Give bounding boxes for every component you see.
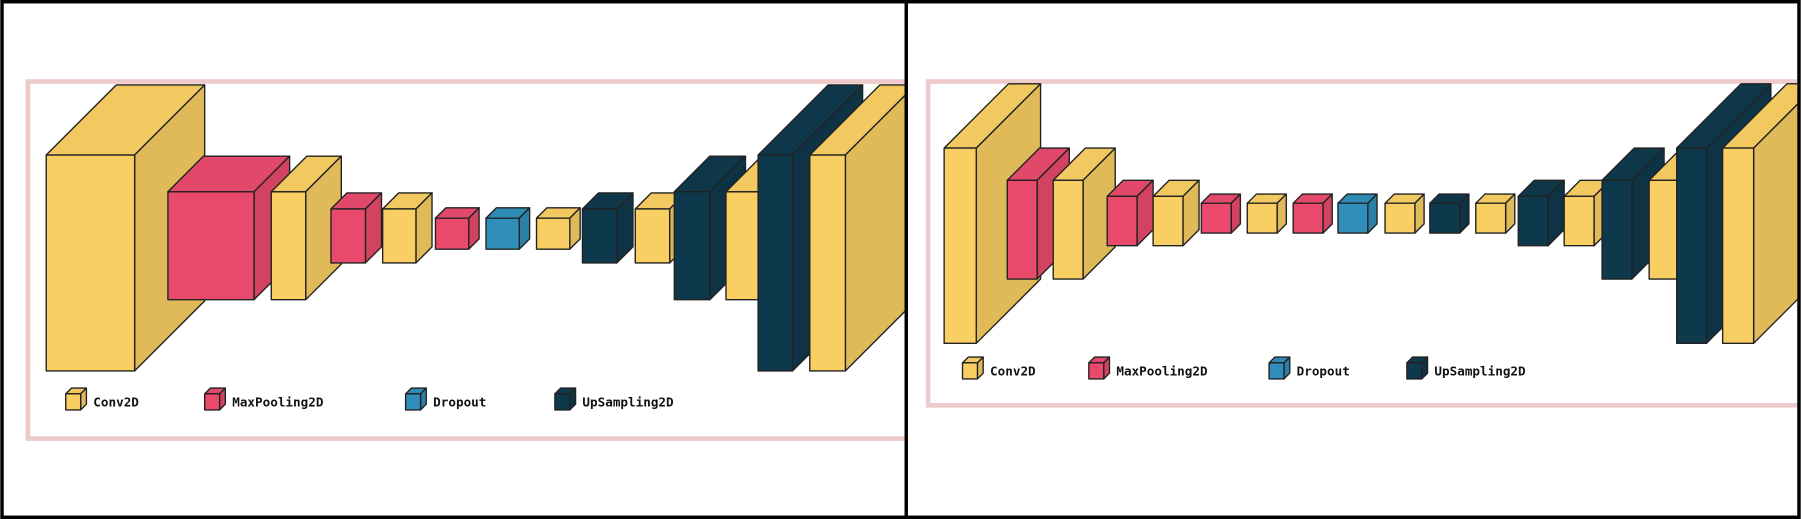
layer-conv2d-block: [809, 84, 906, 372]
layer-conv2d-block: [381, 192, 433, 264]
layer-dropout-block: [485, 207, 531, 250]
block-front-face: [1517, 195, 1549, 247]
block-front-face: [1563, 195, 1595, 247]
block-front-face: [1268, 362, 1285, 380]
layer-conv2d-block: [535, 207, 581, 250]
block-front-face: [404, 393, 422, 411]
legend-swatch-icon: [1406, 356, 1429, 380]
block-front-face: [1246, 202, 1278, 234]
layer-conv2d-block: [270, 155, 343, 301]
legend-swatch-icon: [554, 387, 577, 411]
layer-conv2d-block: [1246, 193, 1287, 234]
block-front-face: [1292, 202, 1324, 234]
block-front-face: [1200, 202, 1232, 234]
block-front-face: [1676, 147, 1708, 345]
layer-dropout-block: [1337, 193, 1378, 234]
layer-upsampling2d-block: [1517, 179, 1565, 247]
block-front-face: [1475, 202, 1507, 234]
block-front-face: [1721, 147, 1755, 345]
legend-item-upsampling2d: UpSampling2D: [1406, 356, 1526, 380]
legend-label: Dropout: [1297, 363, 1350, 378]
block-front-face: [65, 393, 82, 411]
block-front-face: [943, 147, 977, 345]
block-front-face: [634, 208, 671, 264]
layer-conv2d-block: [1384, 193, 1425, 234]
block-front-face: [725, 191, 760, 301]
block-front-face: [381, 208, 417, 264]
legend-item-dropout: Dropout: [1268, 356, 1350, 380]
legend-item-upsampling2d: UpSampling2D: [554, 387, 674, 411]
block-front-face: [203, 393, 221, 411]
block-front-face: [961, 362, 979, 380]
legend-item-dropout: Dropout: [404, 387, 486, 411]
legend-label: UpSampling2D: [1434, 363, 1526, 378]
legend-swatch-icon: [1268, 356, 1291, 380]
legend-swatch-icon: [65, 387, 88, 411]
block-front-face: [270, 191, 307, 301]
block-front-face: [45, 154, 136, 372]
layer-maxpooling2d-block: [330, 192, 383, 264]
left-panel: Conv2D MaxPooling2D Dropout UpSampling2D: [25, 79, 906, 441]
block-front-face: [1337, 202, 1369, 234]
block-front-face: [1429, 202, 1461, 234]
legend-label: Dropout: [433, 394, 486, 409]
legend-label: UpSampling2D: [582, 394, 674, 409]
legend-item-maxpooling2d: MaxPooling2D: [203, 387, 324, 411]
block-front-face: [1106, 195, 1138, 247]
block-front-face: [1088, 362, 1105, 380]
block-front-face: [434, 217, 470, 250]
right-frame: [925, 79, 1798, 408]
block-front-face: [1052, 179, 1084, 280]
layer-conv2d-block: [1475, 193, 1516, 234]
left-legend: Conv2D MaxPooling2D Dropout UpSampling2D: [65, 387, 674, 411]
layer-upsampling2d-block: [581, 192, 634, 264]
left-network-diagram: [45, 84, 906, 372]
block-front-face: [1006, 179, 1038, 280]
layer-conv2d-block: [1152, 179, 1200, 247]
block-front-face: [757, 154, 794, 372]
block-front-face: [809, 154, 847, 372]
legend-label: Conv2D: [990, 363, 1036, 378]
block-front-face: [535, 217, 571, 250]
legend-item-conv2d: Conv2D: [65, 387, 139, 411]
block-front-face: [1406, 362, 1423, 380]
block-front-face: [330, 208, 367, 264]
block-front-face: [485, 217, 520, 250]
legend-label: Conv2D: [93, 394, 139, 409]
right-legend: Conv2D MaxPooling2D Dropout UpSampling2D: [961, 356, 1526, 380]
legend-label: MaxPooling2D: [232, 394, 324, 409]
left-frame: [25, 79, 906, 441]
block-front-face: [1648, 179, 1679, 280]
layer-maxpooling2d-block: [1106, 179, 1154, 247]
right-network-diagram: [943, 83, 1798, 345]
layer-upsampling2d-block: [1429, 193, 1470, 234]
legend-swatch-icon: [203, 387, 227, 411]
block-front-face: [1152, 195, 1184, 247]
layer-conv2d-block: [1721, 83, 1798, 345]
layer-maxpooling2d-block: [434, 207, 480, 250]
block-front-face: [167, 191, 255, 301]
layer-maxpooling2d-block: [1292, 193, 1333, 234]
legend-item-conv2d: Conv2D: [961, 356, 1036, 380]
block-front-face: [1601, 179, 1633, 280]
block-front-face: [1384, 202, 1416, 234]
right-panel: Conv2D MaxPooling2D Dropout UpSampling2D: [925, 79, 1798, 408]
block-front-face: [673, 191, 711, 301]
legend-swatch-icon: [961, 356, 984, 380]
layer-maxpooling2d-block: [1200, 193, 1242, 234]
block-front-face: [554, 393, 571, 411]
legend-label: MaxPooling2D: [1116, 363, 1208, 378]
legend-swatch-icon: [404, 387, 427, 411]
legend-item-maxpooling2d: MaxPooling2D: [1088, 356, 1208, 380]
legend-swatch-icon: [1088, 356, 1111, 380]
block-front-face: [581, 208, 618, 264]
